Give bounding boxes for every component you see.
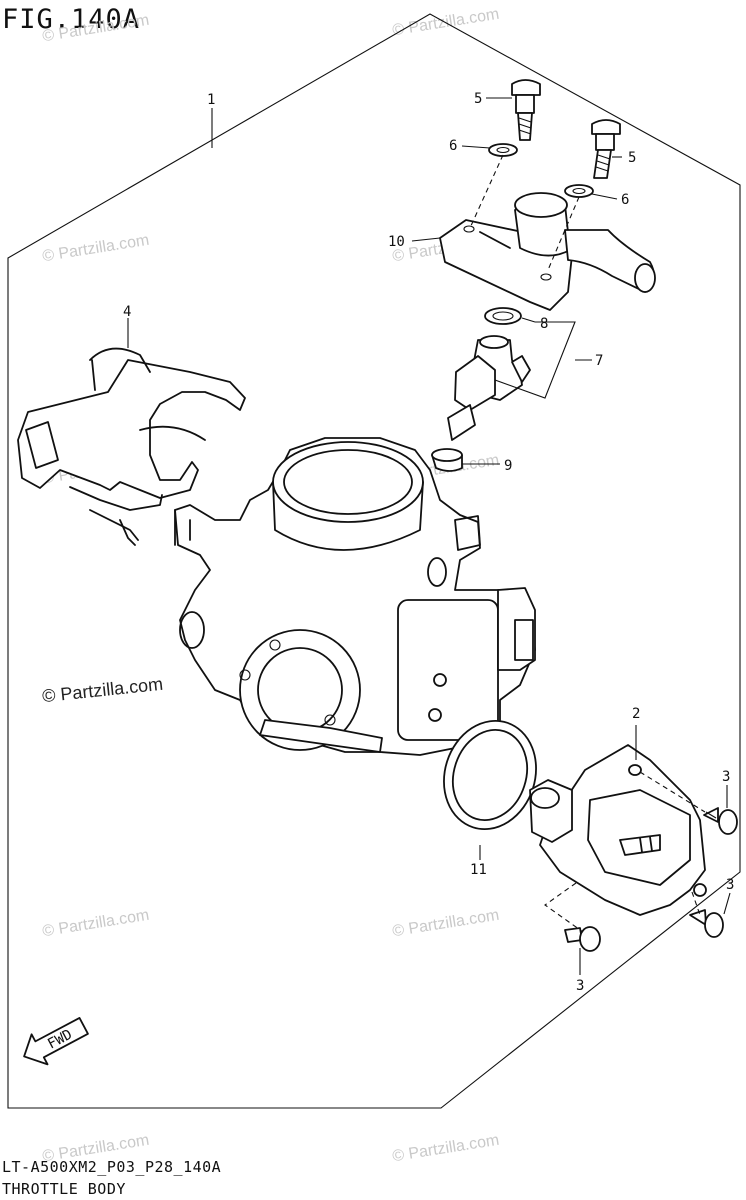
callout-3: 3: [576, 978, 584, 994]
callout-1: 1: [207, 92, 215, 108]
callout-8: 8: [540, 316, 548, 332]
leader-lines: [127, 97, 731, 975]
footer-section-name: THROTTLE BODY: [2, 1180, 126, 1198]
part-9-seal: [431, 448, 463, 472]
part-5-screw-upper-right: [591, 119, 621, 179]
part-2-sensor: [529, 744, 707, 916]
callout-6: 6: [621, 192, 629, 208]
callout-3: 3: [722, 769, 730, 785]
fwd-arrow: FWD: [23, 1017, 89, 1066]
throttle-body: [174, 437, 536, 756]
callout-4: 4: [123, 304, 131, 320]
callout-2: 2: [632, 706, 640, 722]
part-6-washer-upper-left: [488, 143, 518, 157]
callout-6: 6: [449, 138, 457, 154]
callout-5: 5: [628, 150, 636, 166]
callout-11: 11: [470, 862, 487, 878]
figure-title: FIG.140A: [2, 4, 141, 35]
callout-9: 9: [504, 458, 512, 474]
part-8-oring: [484, 307, 522, 325]
part-3-screw-right-upper: [703, 807, 738, 835]
part-11-gasket: [443, 719, 537, 831]
part-4-bracket: [17, 347, 246, 546]
assembly-boundary: [7, 13, 741, 1109]
callout-3: 3: [726, 877, 734, 893]
callout-7: 7: [595, 353, 603, 369]
part-10-fuel-pipe: [439, 192, 656, 311]
part-3-screw-bottom: [564, 926, 601, 952]
part-3-screw-right-lower: [689, 909, 724, 938]
part-5-screw-upper-left: [511, 79, 541, 141]
callout-5: 5: [474, 91, 482, 107]
footer-model-code: LT-A500XM2_P03_P28_140A: [2, 1158, 222, 1176]
callout-10: 10: [388, 234, 405, 250]
part-7-injector: [447, 335, 531, 441]
part-6-washer-upper-right: [564, 184, 594, 198]
